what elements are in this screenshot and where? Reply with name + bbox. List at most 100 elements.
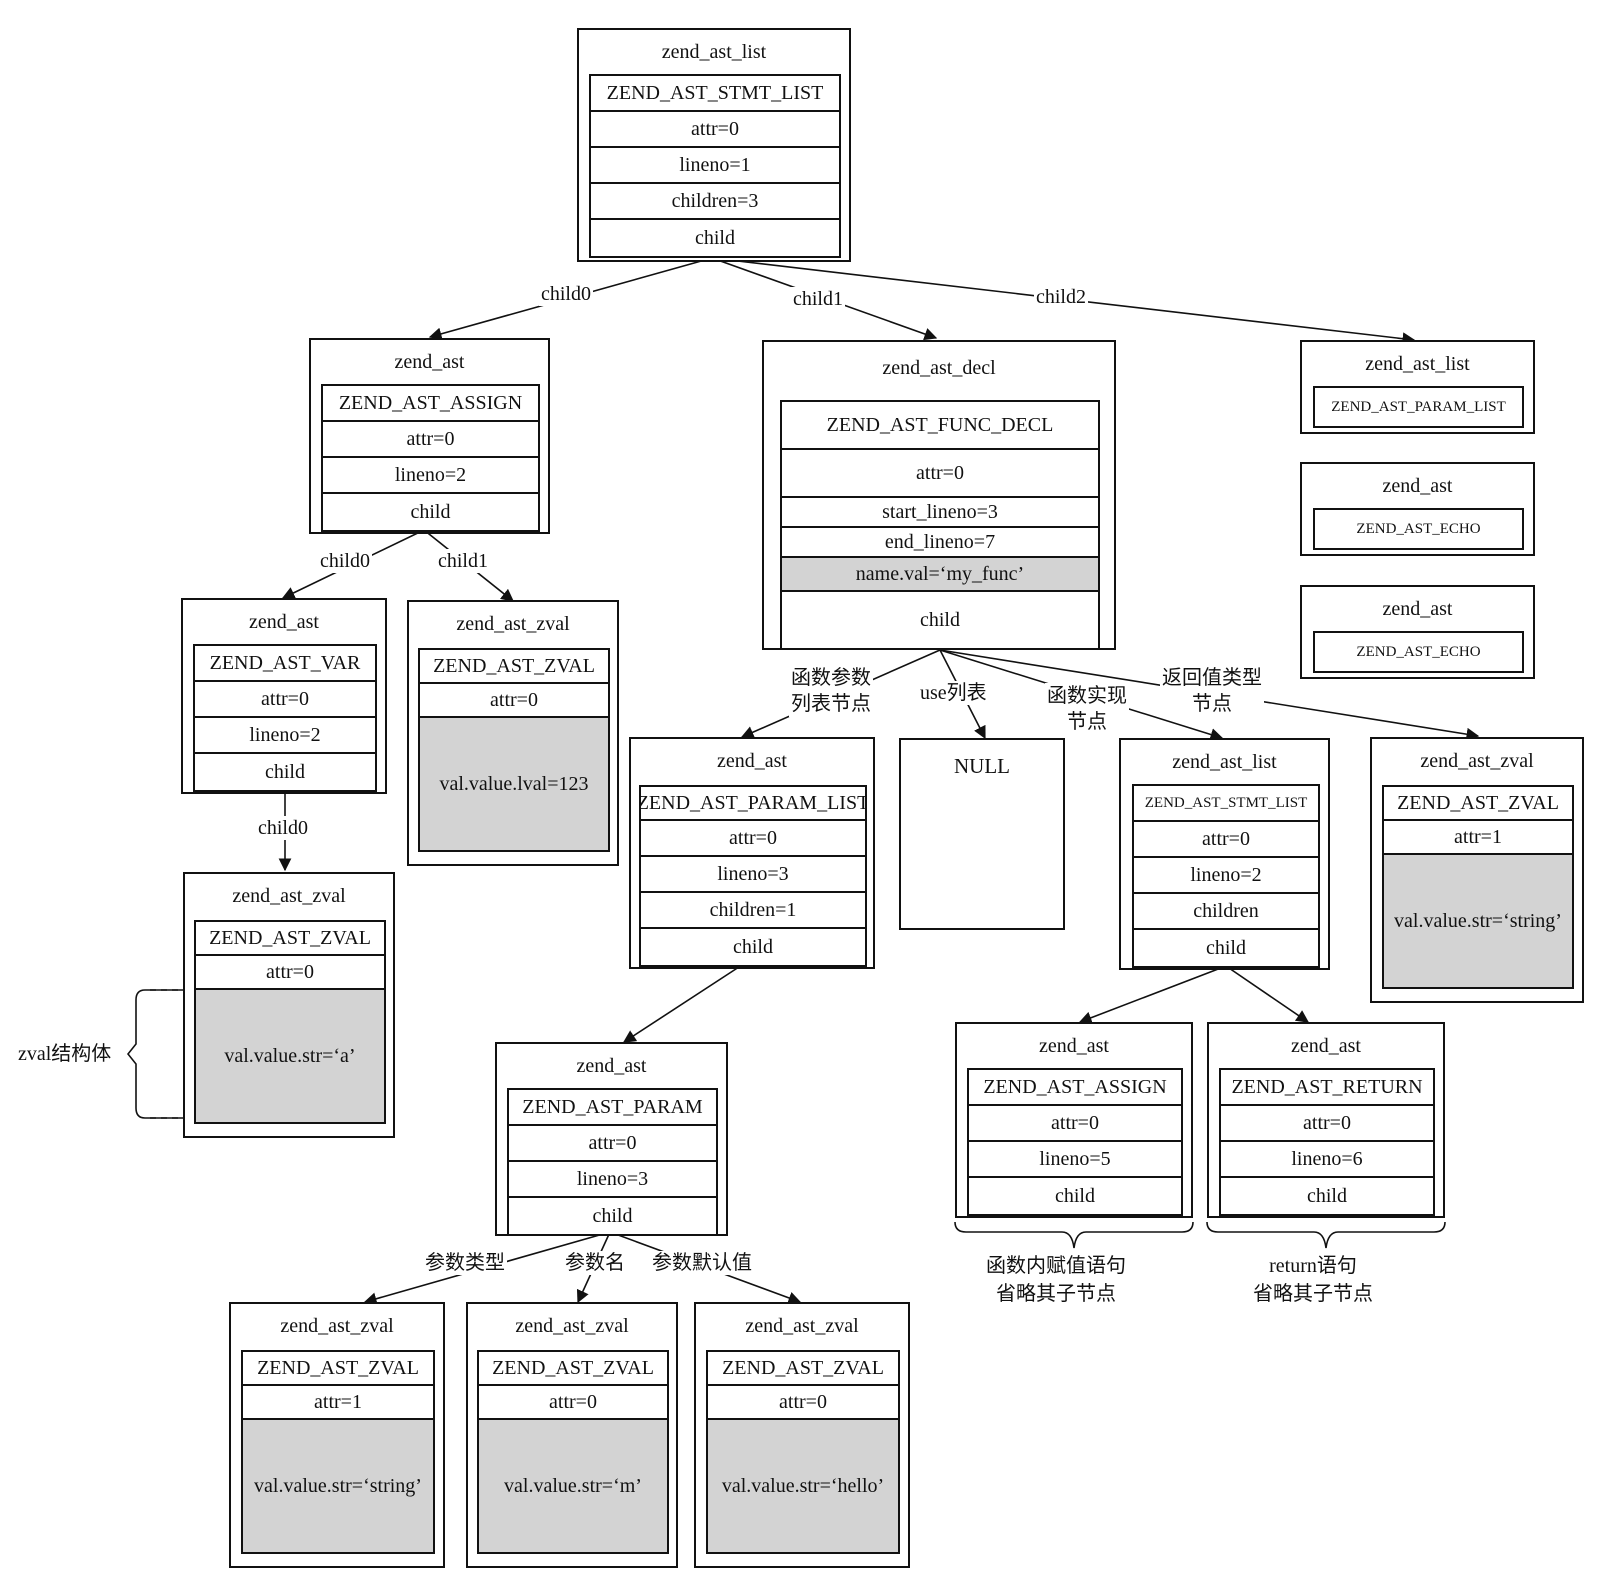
node-title: zend_ast_list [1172,751,1277,773]
node-field: children=1 [641,893,865,929]
zval-brace [126,989,185,1119]
node-field: attr=0 [782,450,1098,498]
node-title: zend_ast_zval [232,885,346,907]
node-field: attr=0 [1221,1106,1433,1142]
node-field: ZEND_AST_STMT_LIST [1134,786,1318,822]
assign-brace [954,1221,1194,1249]
node-field: child [410,500,451,523]
node-field: ZEND_AST_PARAM_LIST [1331,398,1506,415]
node-field: ZEND_AST_VAR [195,646,375,682]
node-title: zend_ast [1382,598,1453,620]
node-field: attr=0 [969,1106,1181,1142]
node-field: val.value.str=‘m’ [479,1420,667,1552]
node-field: ZEND_AST_ZVAL [243,1352,433,1386]
node-title: zend_ast_list [1365,353,1470,375]
node-field: attr=0 [708,1386,898,1420]
edge-label-param-type: 参数类型 [423,1251,507,1275]
return-statement-note: return语句 省略其子节点 [1253,1255,1373,1305]
node-field: child [1055,1184,1095,1207]
node-title: zend_ast [1291,1035,1361,1057]
node-field: child [695,226,735,249]
null-label: NULL [954,754,1010,778]
edge-label-param-default: 参数默认值 [650,1251,754,1275]
node-field: lineno=1 [591,148,839,184]
assign-statement-note: 函数内赋值语句 省略其子节点 [986,1255,1126,1305]
edge-stmtlist-child1 [1225,965,1310,1023]
node-field: lineno=3 [509,1162,716,1198]
node-field: attr=0 [420,684,608,718]
node-field: child [265,760,305,783]
node-fields: ZEND_AST_PARAM_LIST [1313,386,1524,428]
node-title: zend_ast [1382,475,1453,497]
node-field: lineno=3 [641,857,865,893]
node-field: lineno=6 [1221,1142,1433,1178]
edge-label-param-name: 参数名 [563,1251,627,1275]
edge-stmtlist-child0 [1078,965,1227,1024]
edge-label-func-use: use列表 [918,681,989,705]
node-fields: ZEND_AST_ECHO [1313,508,1524,550]
node-field: start_lineno=3 [782,498,1098,528]
node-title: zend_ast_zval [515,1315,629,1337]
node-field: ZEND_AST_STMT_LIST [591,76,839,112]
edge-label-assign-child0: child0 [318,549,372,573]
node-field: attr=0 [323,422,538,458]
node-title: zend_ast [249,611,319,633]
node-field: attr=1 [1384,821,1572,855]
node-field: attr=0 [641,821,865,857]
node-field: attr=0 [479,1386,667,1420]
node-title: zend_ast_zval [745,1315,859,1337]
node-field: attr=0 [591,112,839,148]
node-title: zend_ast_decl [882,357,996,379]
node-field: lineno=2 [1134,858,1318,894]
node-field: ZEND_AST_ECHO [1356,520,1481,537]
node-field: attr=0 [195,682,375,718]
node-field: child [920,608,960,631]
node-field: ZEND_AST_ZVAL [196,922,384,956]
node-fields: ZEND_AST_ECHO [1313,631,1524,673]
node-field: child [1206,936,1246,959]
node-field: val.value.str=‘a’ [196,990,384,1122]
node-field: children [1134,894,1318,930]
node-field: ZEND_AST_ZVAL [1384,787,1572,821]
node-field: attr=0 [1134,822,1318,858]
node-field: val.value.str=‘hello’ [708,1420,898,1552]
node-field: ZEND_AST_FUNC_DECL [782,402,1098,450]
node-field: child [592,1204,633,1227]
node-field: ZEND_AST_ZVAL [479,1352,667,1386]
node-field: lineno=5 [969,1142,1181,1178]
node-field: ZEND_AST_ASSIGN [323,386,538,422]
node-field: lineno=2 [195,718,375,754]
node-field: ZEND_AST_PARAM_LIST [641,787,865,821]
node-field: lineno=2 [323,458,538,494]
edge-label-root-child1: child1 [791,287,845,311]
node-title: zend_ast [576,1055,647,1077]
edge-label-func-body: 函数实现 节点 [1045,683,1129,735]
node-field: child [733,935,773,958]
node-field: children=3 [591,184,839,220]
node-field: val.value.str=‘string’ [243,1420,433,1552]
node-field: val.value.lval=123 [420,718,608,850]
